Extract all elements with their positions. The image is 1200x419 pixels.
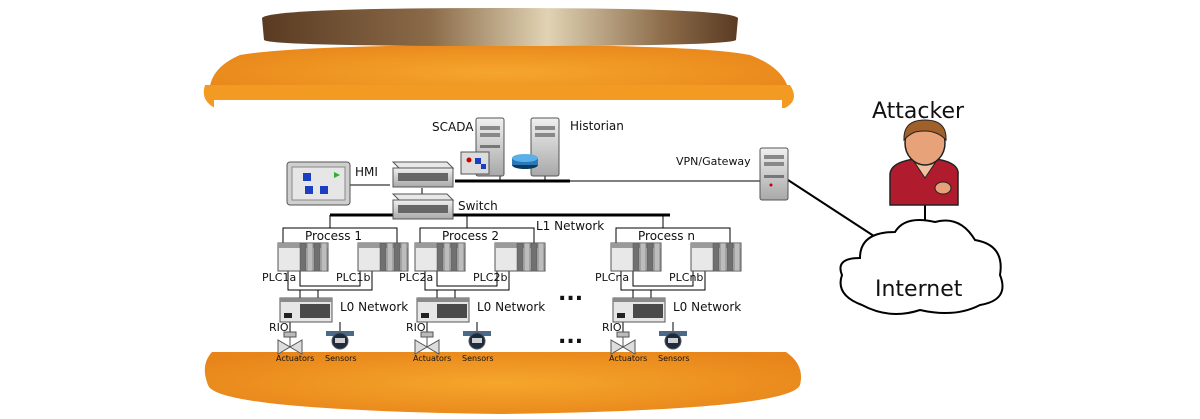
io-drop bbox=[622, 322, 674, 332]
scada-label: SCADA bbox=[432, 120, 474, 134]
l1-network-label: L1 Network bbox=[536, 219, 604, 233]
sensors-label: Sensors bbox=[462, 354, 494, 363]
actuators-label: Actuators bbox=[609, 354, 647, 363]
vpn-gateway-label: VPN/Gateway bbox=[676, 155, 751, 168]
scada-server bbox=[460, 117, 505, 177]
hmi-label: HMI bbox=[355, 165, 378, 179]
actuator-valve bbox=[277, 331, 303, 355]
sensor-gauge bbox=[326, 331, 354, 350]
l0-network-label: L0 Network bbox=[340, 300, 408, 314]
process-name-label: Process 2 bbox=[442, 229, 499, 243]
sensor-gauge bbox=[659, 331, 687, 350]
internet-link bbox=[787, 179, 881, 241]
io-drop bbox=[426, 322, 478, 332]
attacker-hand bbox=[934, 181, 952, 195]
hmi-screen bbox=[286, 161, 351, 206]
vpn-gateway-server bbox=[759, 147, 789, 201]
actuators-label: Actuators bbox=[276, 354, 314, 363]
process-bracket bbox=[419, 227, 535, 243]
l0-drop bbox=[299, 290, 319, 298]
rio-module bbox=[612, 297, 666, 323]
sensors-label: Sensors bbox=[658, 354, 690, 363]
internet-label: Internet bbox=[875, 277, 963, 302]
plc-a-label: PLC1a bbox=[262, 271, 296, 284]
rio-module bbox=[279, 297, 333, 323]
l0-wire bbox=[424, 271, 510, 291]
process-bracket bbox=[282, 227, 398, 243]
internet-cloud bbox=[839, 219, 1004, 315]
plc-b bbox=[357, 242, 409, 272]
switch bbox=[391, 193, 455, 220]
attacker-hair bbox=[903, 119, 947, 142]
plc-b-label: PLCnb bbox=[669, 271, 703, 284]
jar-bottom-band bbox=[204, 352, 802, 414]
l0-drop bbox=[436, 290, 456, 298]
plc-b-label: PLC1b bbox=[336, 271, 370, 284]
l0-wire bbox=[632, 271, 694, 287]
plc-b bbox=[494, 242, 546, 272]
sensors-label: Sensors bbox=[325, 354, 357, 363]
l0-network-label: L0 Network bbox=[477, 300, 545, 314]
process-name-label: Process n bbox=[638, 229, 695, 243]
plc-a bbox=[277, 242, 329, 272]
ellipsis-upper: ... bbox=[558, 281, 583, 306]
l0-wire bbox=[436, 271, 498, 287]
historian-server bbox=[512, 117, 560, 177]
rio-label: RIO bbox=[406, 321, 426, 334]
plc-a bbox=[610, 242, 662, 272]
actuators-label: Actuators bbox=[413, 354, 451, 363]
historian-label: Historian bbox=[570, 119, 624, 133]
plc-b bbox=[690, 242, 742, 272]
actuator-valve bbox=[414, 331, 440, 355]
process-name-label: Process 1 bbox=[305, 229, 362, 243]
attacker-figure bbox=[889, 119, 959, 206]
network-lines bbox=[330, 174, 926, 241]
actuator-valve bbox=[610, 331, 636, 355]
l0-wire bbox=[287, 271, 373, 291]
l0-wire bbox=[299, 271, 361, 287]
ellipsis-lower: ... bbox=[558, 324, 583, 349]
plc-b-label: PLC2b bbox=[473, 271, 507, 284]
sensor-gauge bbox=[463, 331, 491, 350]
io-drop bbox=[289, 322, 341, 332]
rio-module bbox=[416, 297, 470, 323]
top-switch bbox=[391, 161, 455, 188]
l0-drop bbox=[632, 290, 652, 298]
process-bracket bbox=[615, 227, 731, 243]
jar-lid bbox=[262, 8, 738, 46]
plc-a-label: PLC2a bbox=[399, 271, 433, 284]
switch-label: Switch bbox=[458, 199, 498, 213]
rio-label: RIO bbox=[269, 321, 289, 334]
l0-wire bbox=[620, 271, 706, 291]
attacker-label: Attacker bbox=[872, 99, 965, 124]
plc-a bbox=[414, 242, 466, 272]
plc-a-label: PLCna bbox=[595, 271, 629, 284]
l0-network-label: L0 Network bbox=[673, 300, 741, 314]
rio-label: RIO bbox=[602, 321, 622, 334]
